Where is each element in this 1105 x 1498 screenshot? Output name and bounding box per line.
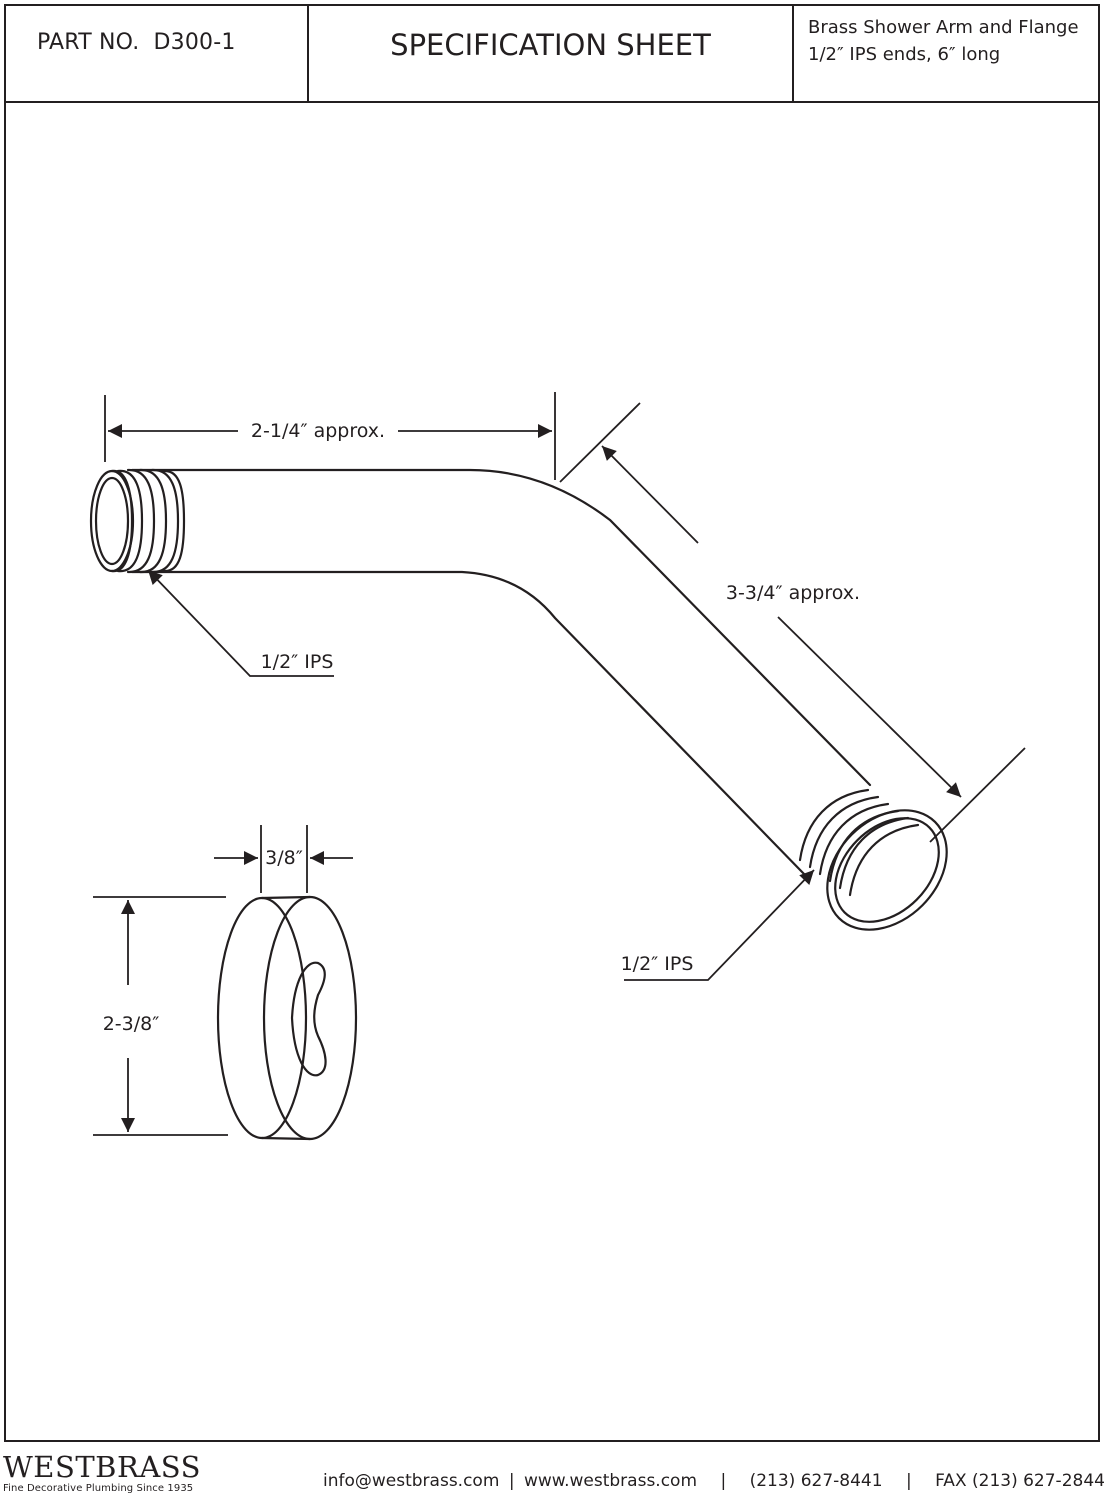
product-description: Brass Shower Arm and Flange 1/2″ IPS end… [808, 14, 1079, 68]
part-label: PART NO. [37, 30, 140, 55]
right-threaded-end [798, 788, 948, 931]
flange-thickness-label: 3/8″ [265, 847, 303, 869]
description-line-2: 1/2″ IPS ends, 6″ long [808, 44, 1001, 65]
part-number-cell: PART NO. D300-1 [6, 6, 309, 101]
shower-arm-pipe [130, 468, 872, 877]
sheet-title: SPECIFICATION SHEET [390, 28, 711, 62]
flange-thickness-dimension [214, 825, 353, 893]
left-thread-leader [147, 569, 334, 677]
contact-phone: (213) 627-8441 [749, 1471, 883, 1491]
title-cell: SPECIFICATION SHEET [309, 6, 794, 101]
flange [216, 895, 358, 1141]
contact-website[interactable]: www.westbrass.com [523, 1471, 698, 1491]
separator: | [720, 1471, 727, 1491]
technical-drawing: 2-1/4″ approx. 3-3/4″ approx. 1/2″ IPS 1… [89, 392, 1026, 1141]
contact-fax: FAX (213) 627-2844 [935, 1471, 1105, 1491]
brand-block: WESTBRASS Fine Decorative Plumbing Since… [3, 1452, 201, 1494]
left-threaded-end [89, 468, 186, 574]
flange-diameter-label: 2-3/8″ [103, 1013, 160, 1035]
angled-length-label: 3-3/4″ approx. [726, 582, 860, 604]
description-cell: Brass Shower Arm and Flange 1/2″ IPS end… [794, 6, 1098, 101]
angled-length-dimension [559, 402, 1026, 843]
horizontal-length-label: 2-1/4″ approx. [251, 420, 385, 442]
separator: | [508, 1471, 515, 1491]
header-row: PART NO. D300-1 SPECIFICATION SHEET Brass… [6, 6, 1098, 103]
contact-email[interactable]: info@westbrass.com [323, 1471, 500, 1491]
description-line-1: Brass Shower Arm and Flange [808, 17, 1079, 38]
brand-tagline: Fine Decorative Plumbing Since 1935 [3, 1483, 194, 1494]
part-number-value: D300-1 [153, 30, 236, 55]
spec-sheet-frame: PART NO. D300-1 SPECIFICATION SHEET Brass… [4, 4, 1100, 1442]
separator: | [905, 1471, 912, 1491]
horizontal-length-dimension [104, 392, 556, 480]
part-number: PART NO. D300-1 [37, 30, 236, 55]
left-thread-label: 1/2″ IPS [261, 651, 334, 673]
brand-logo: WESTBRASS [3, 1450, 201, 1484]
right-thread-label: 1/2″ IPS [621, 953, 694, 975]
contact-line: info@westbrass.com | www.westbrass.com |… [323, 1471, 1105, 1491]
right-thread-leader [624, 869, 815, 981]
flange-diameter-dimension [93, 896, 228, 1136]
